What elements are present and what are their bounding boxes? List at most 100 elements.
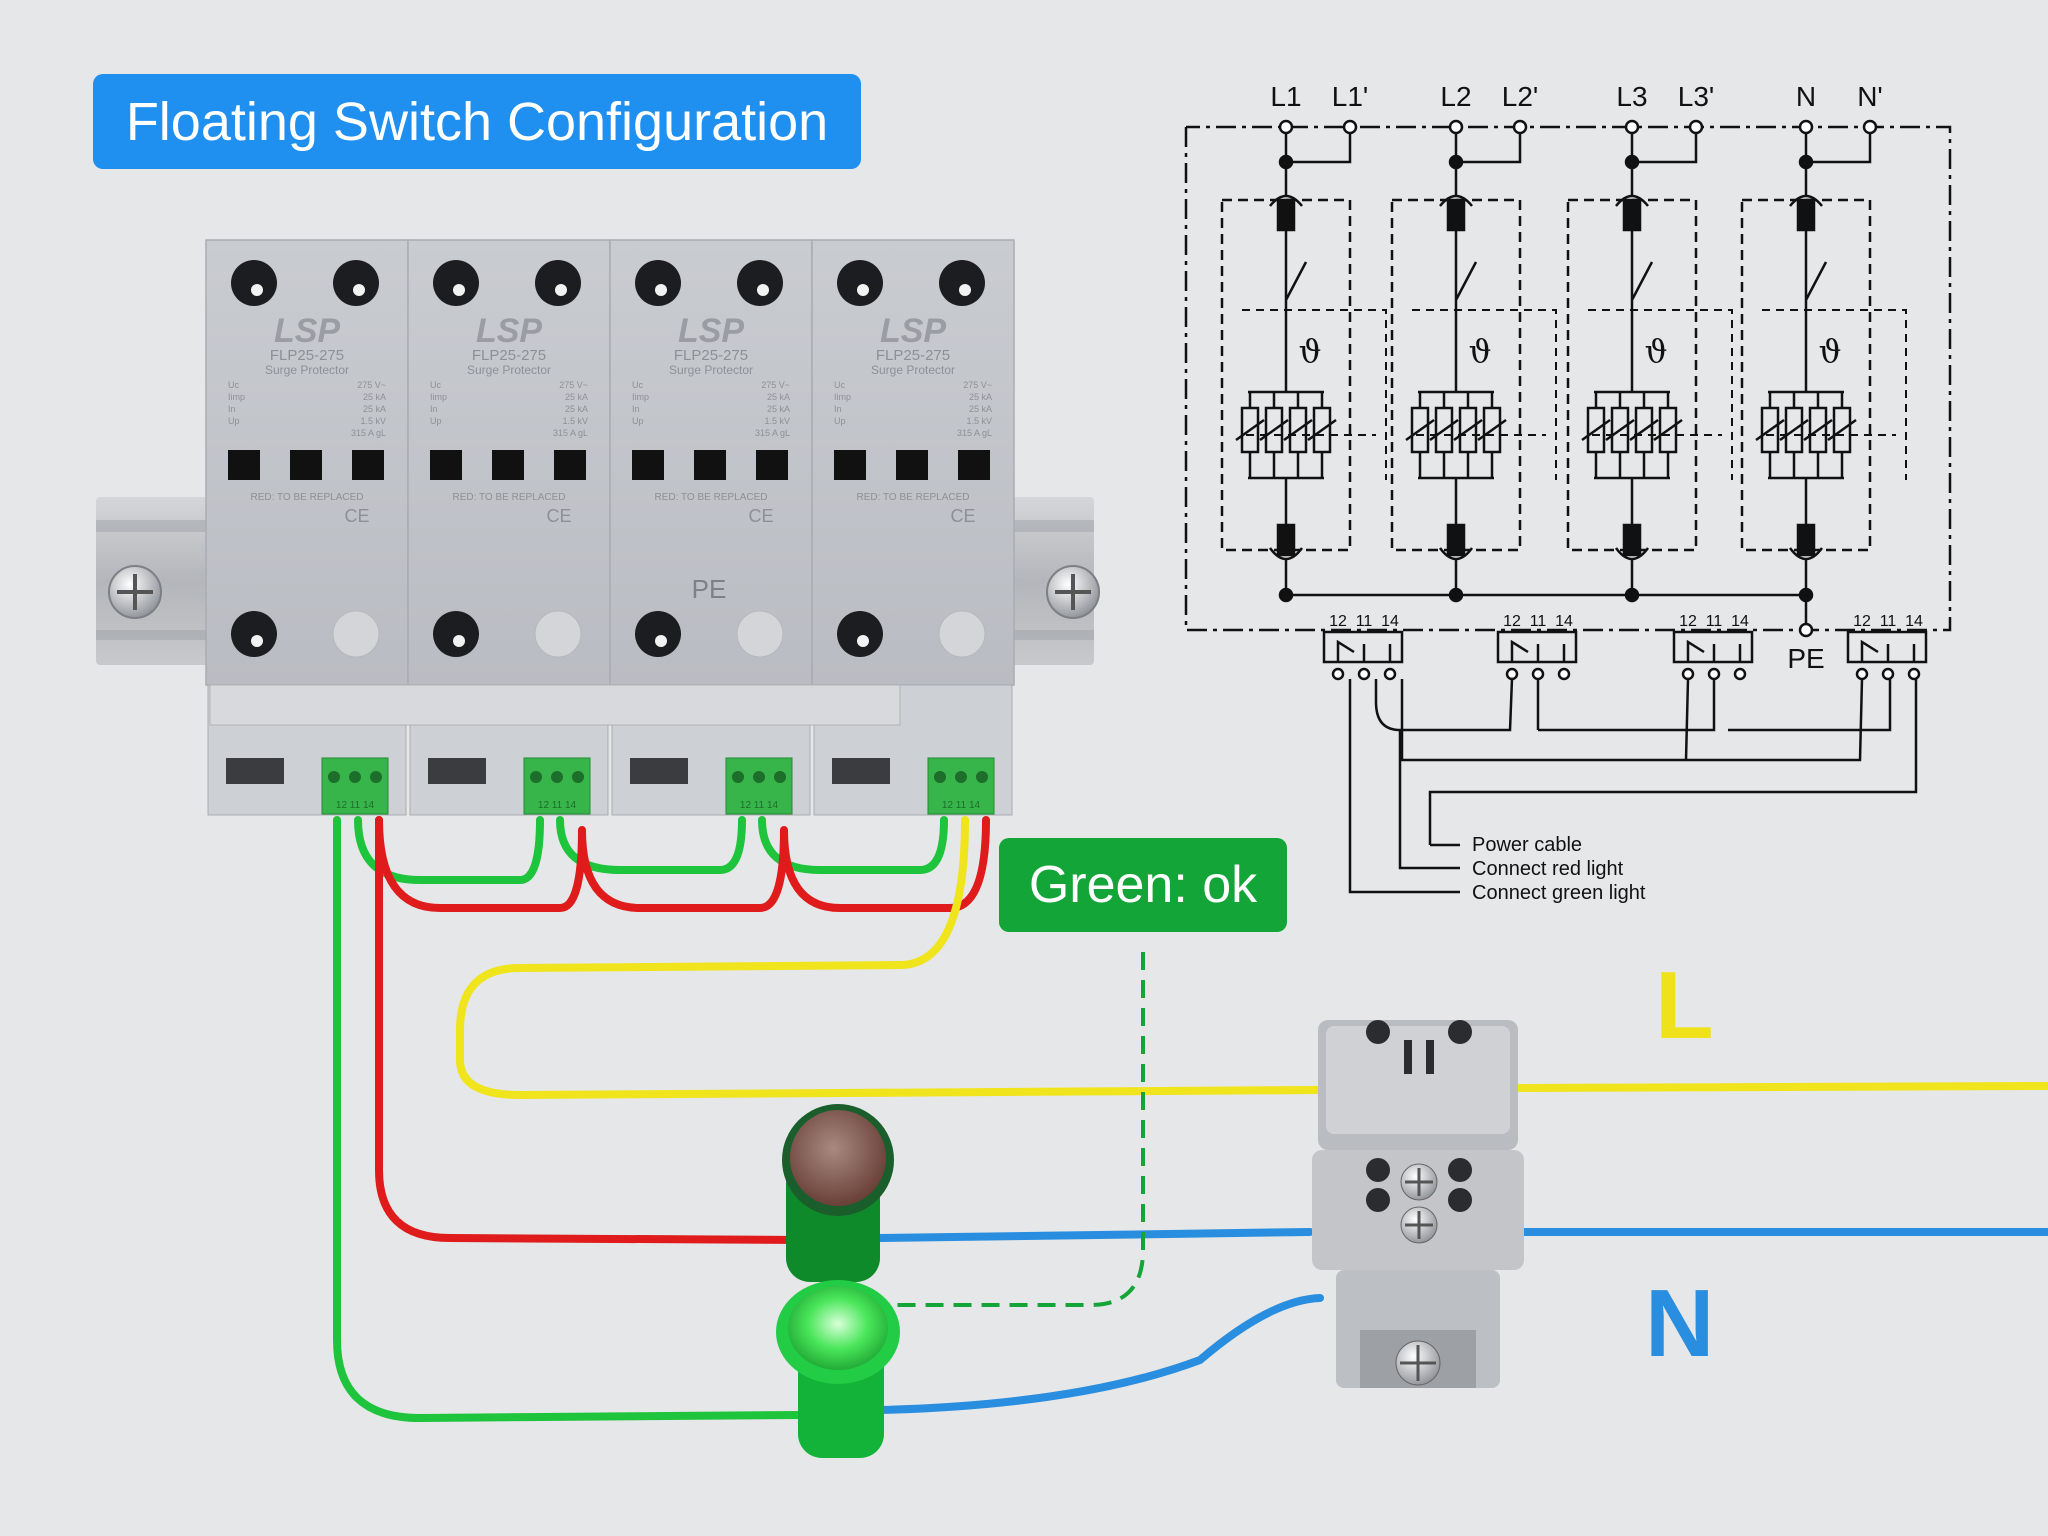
fuse-bottom <box>1276 523 1296 557</box>
spec-label: Uc <box>228 380 239 390</box>
contact-pin <box>1331 667 1345 681</box>
protection-branch: ϑ <box>1740 133 1907 603</box>
terminal-screw-hole <box>837 611 883 657</box>
signal-wires <box>333 816 2048 1423</box>
power-cable-route <box>1428 679 1918 847</box>
fuse-bottom <box>1446 523 1466 557</box>
bridge-wire <box>1804 133 1872 164</box>
signal-connector <box>725 757 793 815</box>
status-label-text: Green: ok <box>1028 856 1258 914</box>
connector-pin <box>551 771 563 783</box>
bridge-wire <box>1284 133 1352 164</box>
spec-label: Up <box>228 416 240 426</box>
module-notice: RED: TO BE REPLACED <box>655 492 768 503</box>
connector-pin <box>732 771 744 783</box>
terminal-blank <box>332 610 380 658</box>
connector-pin <box>753 771 765 783</box>
terminal-screw-highlight <box>857 284 869 296</box>
terminal-blank <box>736 610 784 658</box>
spec-label: Iimp <box>632 392 649 402</box>
diagram-title: Floating Switch Configuration <box>125 91 829 152</box>
terminal-node <box>1342 119 1358 135</box>
ce-mark: CE <box>950 506 975 526</box>
spec-label: Iimp <box>834 392 851 402</box>
spec-value: 315 A gL <box>351 428 386 438</box>
red-light-route <box>1374 678 1514 870</box>
spec-value: 25 kA <box>969 392 992 402</box>
contact-number: 14 <box>1731 613 1749 630</box>
bridge-wire <box>1630 133 1698 164</box>
varistor-lines <box>1307 392 1337 478</box>
module-subtitle: Surge Protector <box>265 363 349 377</box>
wire <box>1248 476 1324 525</box>
connector-numbers: 12 11 14 <box>538 800 577 811</box>
wire <box>1594 310 1670 394</box>
varistor-lines <box>1827 392 1857 478</box>
green-indicator-lamp <box>776 1280 900 1458</box>
protection-branch: ϑ <box>1220 133 1387 603</box>
terminal-node <box>1278 119 1294 135</box>
contact-number: 14 <box>1381 613 1399 630</box>
module-brand: LSP <box>274 312 340 350</box>
switch-symbol <box>1630 230 1654 310</box>
fuse-bottom <box>1622 523 1642 557</box>
fuse-bottom <box>1796 523 1816 557</box>
varistor-lines <box>1629 392 1659 478</box>
module-notice: RED: TO BE REPLACED <box>251 492 364 503</box>
terminal-node <box>1448 119 1464 135</box>
module-model: FLP25-275 <box>674 347 748 364</box>
terminal-cap <box>1269 194 1303 207</box>
terminal-screw-highlight <box>453 284 465 296</box>
monitor-link <box>1242 309 1387 480</box>
thermal-symbol: ϑ <box>1645 332 1668 370</box>
varistor-lines <box>1803 392 1833 478</box>
terminal-screw-hole <box>231 260 277 306</box>
module-model: FLP25-275 <box>876 347 950 364</box>
varistor-lines <box>1259 392 1289 478</box>
varistor-lines <box>1755 392 1785 478</box>
wire-red-to-lamp <box>375 816 804 1244</box>
wire <box>1768 310 1844 394</box>
spec-label: Up <box>632 416 644 426</box>
contact-number: 12 <box>1853 613 1871 630</box>
wire <box>1248 310 1324 394</box>
title-badge: Floating Switch Configuration <box>93 74 861 169</box>
terminal-screw-highlight <box>555 284 567 296</box>
spec-label: Uc <box>834 380 845 390</box>
spec-value: 25 kA <box>565 392 588 402</box>
connector-pin <box>349 771 361 783</box>
terminal-screw-hole <box>535 260 581 306</box>
junction-dot <box>1448 154 1464 170</box>
varistor-lines <box>1429 392 1459 478</box>
fuse-top <box>1276 198 1296 232</box>
terminal-screw-hole <box>433 260 479 306</box>
thermal-symbol: ϑ <box>1299 332 1322 370</box>
contact-pin <box>1907 667 1921 681</box>
terminal-screw-highlight <box>655 635 667 647</box>
schematic-terminal-label: L2 <box>1440 81 1471 112</box>
spec-label: Up <box>430 416 442 426</box>
contact-pin <box>1681 667 1695 681</box>
contact-number: 12 <box>1329 613 1347 630</box>
thermal-symbol: ϑ <box>1819 332 1842 370</box>
varistor-lines <box>1605 392 1635 478</box>
spec-value: 25 kA <box>363 392 386 402</box>
connector-pin <box>774 771 786 783</box>
spec-value: 275 V~ <box>761 380 790 390</box>
contact-pin <box>1505 667 1519 681</box>
schematic-terminal-label: L1 <box>1270 81 1301 112</box>
module-model: FLP25-275 <box>270 347 344 364</box>
contact-number: 14 <box>1555 613 1573 630</box>
connector-pin <box>976 771 988 783</box>
terminal-screw-hole <box>231 611 277 657</box>
wire-blue-green-lamp <box>876 1294 1324 1414</box>
terminal-blank <box>938 610 986 658</box>
contact-interlinks <box>1400 678 1892 762</box>
spec-value: 25 kA <box>767 392 790 402</box>
